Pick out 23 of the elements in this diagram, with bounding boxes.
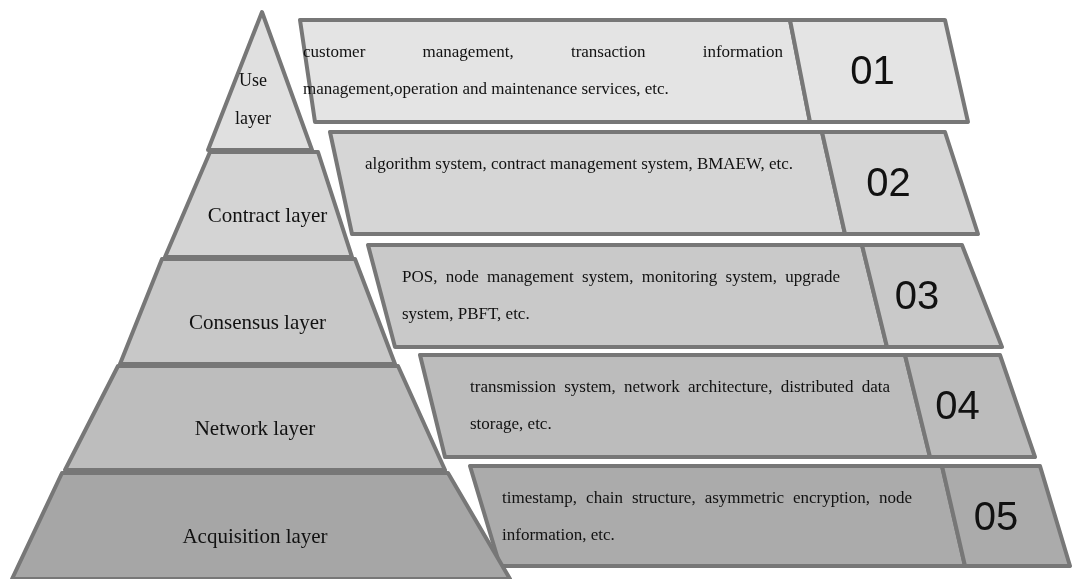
description-text: POS, node management system, monitoring system, upgrade system, PBFT, etc. xyxy=(402,266,840,325)
layer-number: 04 xyxy=(934,383,981,428)
layer-band xyxy=(470,466,1070,566)
layer-number: 03 xyxy=(893,273,941,318)
layer-name: Acquisition layer xyxy=(181,523,329,550)
layer-name: Network layer xyxy=(193,415,317,442)
layer-number: 02 xyxy=(865,160,912,205)
description-text: customer management, transaction information management,operation and maintenance services, etc. xyxy=(303,41,783,100)
layer-band xyxy=(368,245,1002,347)
description-text: timestamp, chain structure, asymmetric encryption, node information, etc. xyxy=(502,487,912,546)
layer-band xyxy=(330,132,978,234)
layer-number: 01 xyxy=(849,48,896,93)
pyramid-layer xyxy=(120,259,395,364)
layer-band xyxy=(300,20,968,122)
pyramid-layer xyxy=(165,152,352,257)
description-text: transmission system, network architecture, distributed data storage, etc. xyxy=(470,376,890,435)
layer-band xyxy=(420,355,1035,457)
description-text: algorithm system, contract management system, BMAEW, etc. xyxy=(365,153,795,175)
layer-name: Use layer xyxy=(234,69,272,130)
pyramid-layer xyxy=(65,366,445,470)
layer-number: 05 xyxy=(972,494,1020,539)
layer-name: Contract layer xyxy=(206,201,329,229)
layer-name: Consensus layer xyxy=(187,308,328,336)
